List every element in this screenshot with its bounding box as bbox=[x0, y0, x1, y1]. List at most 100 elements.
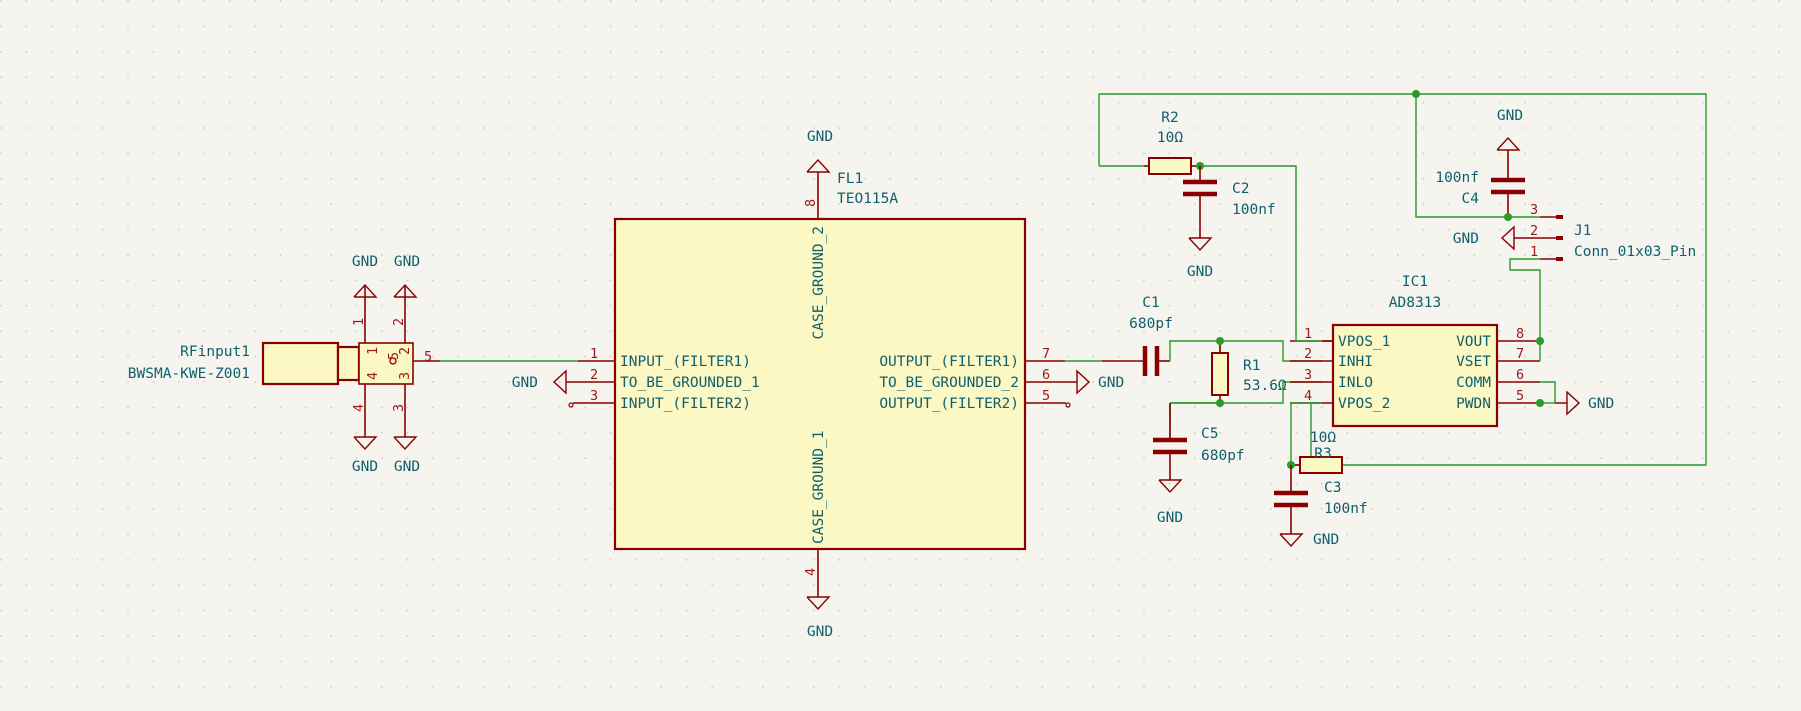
filter-ref: FL1 bbox=[837, 171, 863, 187]
rf-inner-1: 1 bbox=[365, 347, 381, 355]
ic-pin-4: 4 bbox=[1304, 388, 1312, 404]
ic-pin-5: 5 bbox=[1516, 388, 1524, 404]
filter-label-cg2: CASE_GROUND_2 bbox=[811, 226, 827, 340]
gnd-symbol-rf-4: GND bbox=[352, 436, 378, 475]
filter-value: TEO115A bbox=[837, 191, 898, 207]
rf-inner-5: 5 bbox=[386, 352, 402, 360]
capacitor-c1[interactable] bbox=[1102, 346, 1170, 376]
gnd-symbol-rf-2: GND bbox=[393, 254, 420, 298]
connector-j1[interactable] bbox=[1540, 215, 1563, 261]
j1-value: Conn_01x03_Pin bbox=[1574, 244, 1696, 260]
svg-text:GND: GND bbox=[1098, 375, 1124, 391]
filter-label-output2: OUTPUT_(FILTER2) bbox=[879, 396, 1019, 412]
j1-ref: J1 bbox=[1574, 223, 1591, 239]
gnd-symbol-filter-bottom: GND bbox=[806, 596, 833, 640]
svg-text:GND: GND bbox=[807, 129, 833, 145]
filter-pin-8: 8 bbox=[803, 199, 819, 207]
svg-text:GND: GND bbox=[352, 254, 378, 270]
r3-ref: R3 bbox=[1314, 446, 1331, 462]
c5-value: 680pf bbox=[1201, 448, 1245, 464]
filter-pin-6: 6 bbox=[1042, 367, 1050, 383]
ic-pin-1: 1 bbox=[1304, 326, 1312, 342]
j1-pin-1: 1 bbox=[1530, 244, 1538, 260]
capacitor-c4[interactable] bbox=[1491, 150, 1525, 217]
capacitor-c3[interactable] bbox=[1274, 465, 1308, 534]
rf-pin-3: 3 bbox=[391, 404, 407, 412]
gnd-symbol-c4: GND bbox=[1496, 108, 1523, 151]
ic-label-comm: COMM bbox=[1456, 375, 1491, 391]
c3-ref: C3 bbox=[1324, 480, 1341, 496]
ic-pin-7: 7 bbox=[1516, 346, 1524, 362]
c4-value: 100nf bbox=[1435, 170, 1479, 186]
ic-pin-2: 2 bbox=[1304, 346, 1312, 362]
ic-label-inlo: INLO bbox=[1338, 375, 1373, 391]
ic-label-vpos1: VPOS_1 bbox=[1338, 334, 1390, 350]
filter-label-output1: OUTPUT_(FILTER1) bbox=[879, 354, 1019, 370]
rf-pin-2: 2 bbox=[391, 318, 407, 326]
rf-inner-3: 3 bbox=[397, 372, 413, 380]
c1-ref: C1 bbox=[1142, 295, 1159, 311]
rf-input-connector[interactable]: 1 2 3 4 5 1 2 4 3 5 bbox=[261, 285, 440, 437]
gnd-symbol-ic-pwdn: GND bbox=[1555, 390, 1614, 416]
filter-pin-7: 7 bbox=[1042, 346, 1050, 362]
filter-pin-4: 4 bbox=[803, 568, 819, 576]
ic-pin-8: 8 bbox=[1516, 326, 1524, 342]
ic-label-pwdn: PWDN bbox=[1456, 396, 1491, 412]
j1-pin-2: 2 bbox=[1530, 223, 1538, 239]
ic-label-vset: VSET bbox=[1456, 354, 1491, 370]
svg-text:GND: GND bbox=[1497, 108, 1523, 124]
c1-value: 680pf bbox=[1129, 316, 1173, 332]
r3-value: 10Ω bbox=[1310, 430, 1336, 446]
rf-pin-4: 4 bbox=[351, 404, 367, 412]
rf-connector-ref: RFinput1 bbox=[180, 344, 250, 360]
ic-label-inhi: INHI bbox=[1338, 354, 1373, 370]
resistor-r2[interactable] bbox=[1144, 157, 1200, 175]
ic-pin-3: 3 bbox=[1304, 367, 1312, 383]
svg-text:GND: GND bbox=[1588, 396, 1614, 412]
r2-value: 10Ω bbox=[1157, 130, 1183, 146]
ic-value: AD8313 bbox=[1389, 295, 1441, 311]
c3-value: 100nf bbox=[1324, 501, 1368, 517]
rf-connector-value: BWSMA-KWE-Z001 bbox=[128, 366, 250, 382]
ic-ref: IC1 bbox=[1402, 274, 1428, 290]
r1-value: 53.6Ω bbox=[1243, 378, 1287, 394]
ic-pin-6: 6 bbox=[1516, 367, 1524, 383]
j1-pin-3: 3 bbox=[1530, 202, 1538, 218]
ic-ad8313[interactable] bbox=[1290, 323, 1540, 428]
c2-value: 100nf bbox=[1232, 202, 1276, 218]
c2-ref: C2 bbox=[1232, 181, 1249, 197]
gnd-symbol-filter-top: GND bbox=[806, 129, 833, 173]
resistor-r3[interactable] bbox=[1291, 456, 1343, 474]
c5-ref: C5 bbox=[1201, 426, 1218, 442]
rf-inner-4: 4 bbox=[365, 372, 381, 380]
gnd-symbol-j1: GND bbox=[1453, 225, 1540, 251]
ic-label-vout: VOUT bbox=[1456, 334, 1491, 350]
c4-ref: C4 bbox=[1462, 191, 1480, 207]
rf-pin-1: 1 bbox=[351, 318, 367, 326]
filter-pin-2: 2 bbox=[590, 367, 598, 383]
gnd-symbol-c2: GND bbox=[1187, 237, 1213, 280]
ic-label-vpos2: VPOS_2 bbox=[1338, 396, 1390, 412]
filter-fl1[interactable] bbox=[568, 172, 1071, 597]
filter-pin-1: 1 bbox=[590, 346, 598, 362]
svg-text:GND: GND bbox=[1313, 532, 1339, 548]
svg-text:GND: GND bbox=[512, 375, 538, 391]
filter-pin-5: 5 bbox=[1042, 388, 1050, 404]
svg-text:GND: GND bbox=[1187, 264, 1213, 280]
svg-text:GND: GND bbox=[394, 254, 420, 270]
filter-pin-3: 3 bbox=[590, 388, 598, 404]
filter-label-cg1: CASE_GROUND_1 bbox=[811, 431, 827, 545]
svg-text:GND: GND bbox=[1157, 510, 1183, 526]
filter-label-input1: INPUT_(FILTER1) bbox=[620, 354, 751, 370]
filter-label-input2: INPUT_(FILTER2) bbox=[620, 396, 751, 412]
svg-text:GND: GND bbox=[807, 624, 833, 640]
gnd-symbol-rf-3: GND bbox=[393, 436, 420, 475]
gnd-symbol-rf-1: GND bbox=[352, 254, 378, 298]
capacitor-c2[interactable] bbox=[1183, 166, 1217, 238]
capacitor-c5[interactable] bbox=[1153, 402, 1220, 480]
rf-pin-5: 5 bbox=[424, 349, 432, 365]
svg-text:GND: GND bbox=[394, 459, 420, 475]
r1-ref: R1 bbox=[1243, 358, 1260, 374]
r2-ref: R2 bbox=[1161, 110, 1178, 126]
